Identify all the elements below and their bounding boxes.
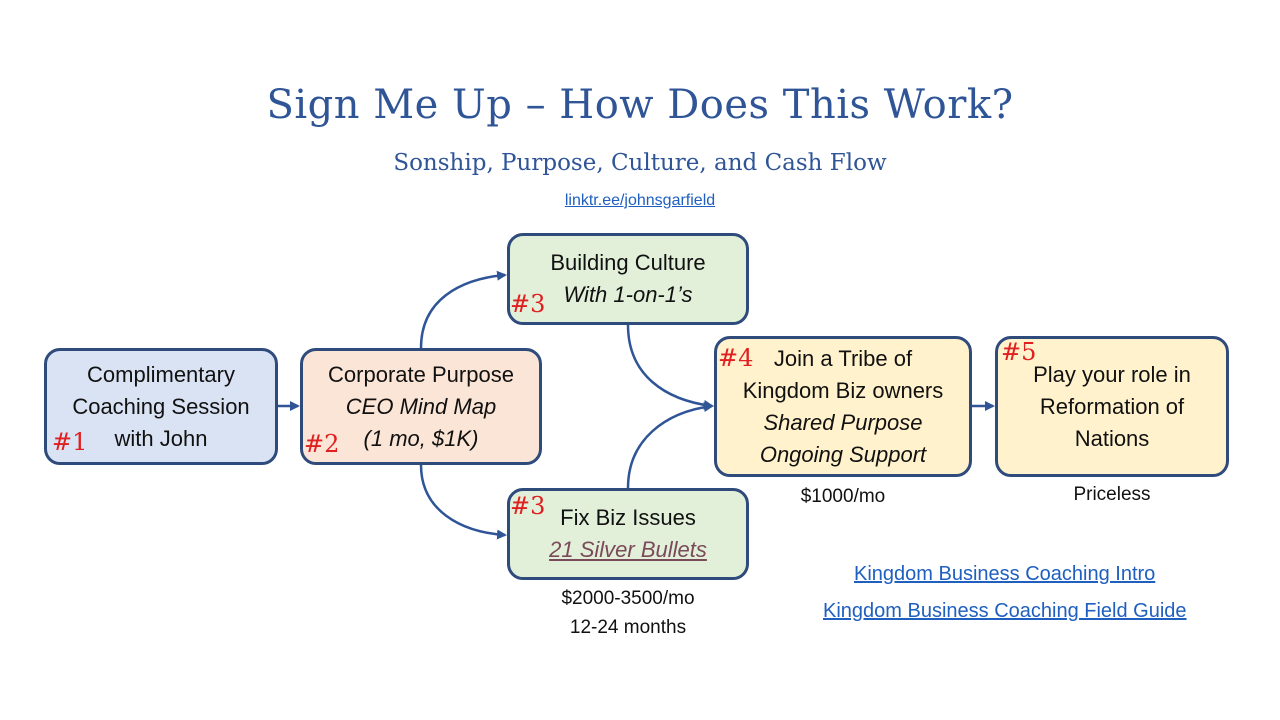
box-join-tribe: Join a Tribe of Kingdom Biz owners Share… bbox=[714, 336, 972, 477]
box-line: Join a Tribe of bbox=[773, 345, 913, 371]
arrow-2-to-culture bbox=[419, 270, 507, 349]
badge-step-5: #5 bbox=[1001, 338, 1037, 366]
box-line: Corporate Purpose bbox=[328, 361, 514, 387]
box-line: (1 mo, $1K) bbox=[363, 425, 479, 451]
box-line: Coaching Session bbox=[72, 393, 250, 419]
box-fix-biz-issues: Fix Biz Issues 21 Silver Bullets bbox=[507, 488, 749, 580]
coaching-field-guide-link[interactable]: Kingdom Business Coaching Field Guide bbox=[823, 600, 1187, 622]
box-line: Ongoing Support bbox=[759, 441, 927, 467]
box-line: Nations bbox=[1074, 425, 1150, 451]
linktree-link[interactable]: linktr.ee/johnsgarfield bbox=[564, 192, 716, 209]
price-fix-biz: $2000-3500/mo bbox=[561, 588, 695, 609]
arrow-culture-to-tribe bbox=[626, 324, 714, 410]
arrow-fix-to-tribe bbox=[626, 402, 714, 489]
box-corporate-purpose: Corporate Purpose CEO Mind Map (1 mo, $1… bbox=[300, 348, 542, 465]
badge-step-4: #4 bbox=[718, 344, 754, 372]
box-line: Kingdom Biz owners bbox=[742, 377, 944, 403]
box-line: Building Culture bbox=[550, 250, 706, 275]
badge-step-3-culture: #3 bbox=[510, 290, 546, 318]
badge-step-3-fix: #3 bbox=[510, 492, 546, 520]
box-line: with John bbox=[114, 425, 208, 451]
silver-bullets-link[interactable]: 21 Silver Bullets bbox=[549, 537, 707, 562]
box-line: Complimentary bbox=[87, 361, 235, 387]
duration-fix-biz: 12-24 months bbox=[569, 617, 687, 638]
box-complimentary-session: Complimentary Coaching Session with John bbox=[44, 348, 278, 465]
badge-step-1: #1 bbox=[52, 428, 88, 456]
coaching-intro-link[interactable]: Kingdom Business Coaching Intro bbox=[854, 563, 1156, 585]
box-line: Shared Purpose bbox=[763, 409, 923, 435]
box-building-culture: Building Culture With 1-on-1’s bbox=[507, 233, 749, 325]
box-play-your-role: Play your role in Reformation of Nations bbox=[995, 336, 1229, 477]
box-line: CEO Mind Map bbox=[345, 393, 497, 419]
box-line: With 1-on-1’s bbox=[563, 282, 693, 307]
page-title: Sign Me Up – How Does This Work? bbox=[266, 82, 1014, 128]
arrow-2-to-fix bbox=[419, 464, 507, 540]
box-line: Play your role in bbox=[1033, 361, 1191, 387]
badge-step-2: #2 bbox=[304, 430, 340, 458]
price-role: Priceless bbox=[1073, 484, 1151, 505]
price-tribe: $1000/mo bbox=[800, 486, 886, 507]
page-subtitle: Sonship, Purpose, Culture, and Cash Flow bbox=[393, 150, 887, 176]
box-line: Reformation of bbox=[1039, 393, 1185, 419]
box-line: Fix Biz Issues bbox=[560, 505, 696, 530]
